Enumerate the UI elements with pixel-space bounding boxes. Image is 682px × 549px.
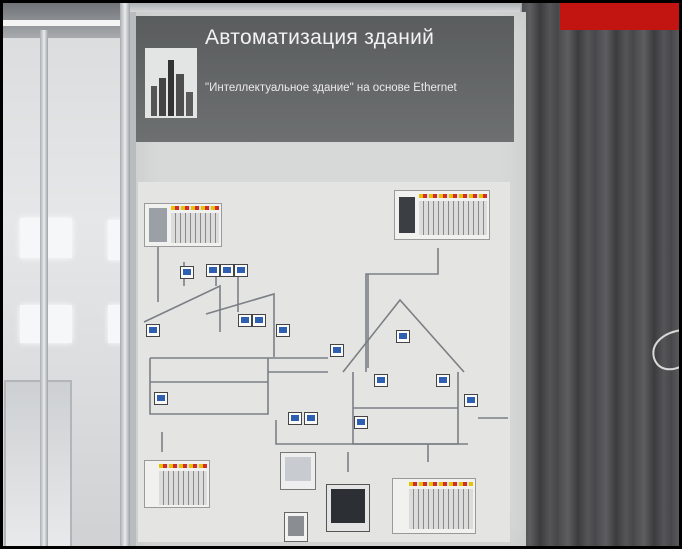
- sensor-node-icon: [304, 412, 318, 425]
- poster-title: Автоматизация зданий: [205, 26, 435, 49]
- controller-icon: [392, 478, 476, 534]
- wall-window: [108, 220, 122, 260]
- diagram-wiring: [143, 234, 508, 472]
- touch-panel-icon: [280, 452, 316, 490]
- sensor-node-icon: [276, 324, 290, 337]
- sensor-node-icon: [436, 374, 450, 387]
- sensor-node-icon: [206, 264, 220, 277]
- sensor-node-icon: [396, 330, 410, 343]
- controller-icon: [394, 190, 490, 240]
- wall-window: [108, 305, 122, 343]
- sensor-node-icon: [220, 264, 234, 277]
- ceiling-light: [0, 20, 124, 26]
- ceiling: [0, 0, 130, 38]
- sensor-node-icon: [330, 344, 344, 357]
- sensor-node-icon: [354, 416, 368, 429]
- sensor-node-icon: [238, 314, 252, 327]
- cable: [652, 329, 682, 371]
- controller-icon: [144, 203, 222, 247]
- sensor-node-icon: [234, 264, 248, 277]
- frame-post: [40, 30, 48, 549]
- sensor-node-icon: [374, 374, 388, 387]
- building-logo-icon: [145, 48, 197, 118]
- frame-post: [120, 0, 130, 549]
- sensor-node-icon: [252, 314, 266, 327]
- touch-panel-icon: [326, 484, 370, 532]
- poster-subtitle: "Интеллектуальное здание" на основе Ethe…: [205, 82, 457, 94]
- touch-panel-icon: [284, 512, 308, 542]
- curtain: [520, 0, 682, 549]
- sensor-node-icon: [146, 324, 160, 337]
- sensor-node-icon: [288, 412, 302, 425]
- sensor-node-icon: [180, 266, 194, 279]
- poster-header: [136, 16, 514, 142]
- sensor-node-icon: [154, 392, 168, 405]
- controller-icon: [144, 460, 210, 508]
- red-stand-top: [560, 0, 682, 30]
- top-rail: [130, 0, 520, 12]
- sensor-node-icon: [464, 394, 478, 407]
- glass-display-case: [4, 380, 72, 549]
